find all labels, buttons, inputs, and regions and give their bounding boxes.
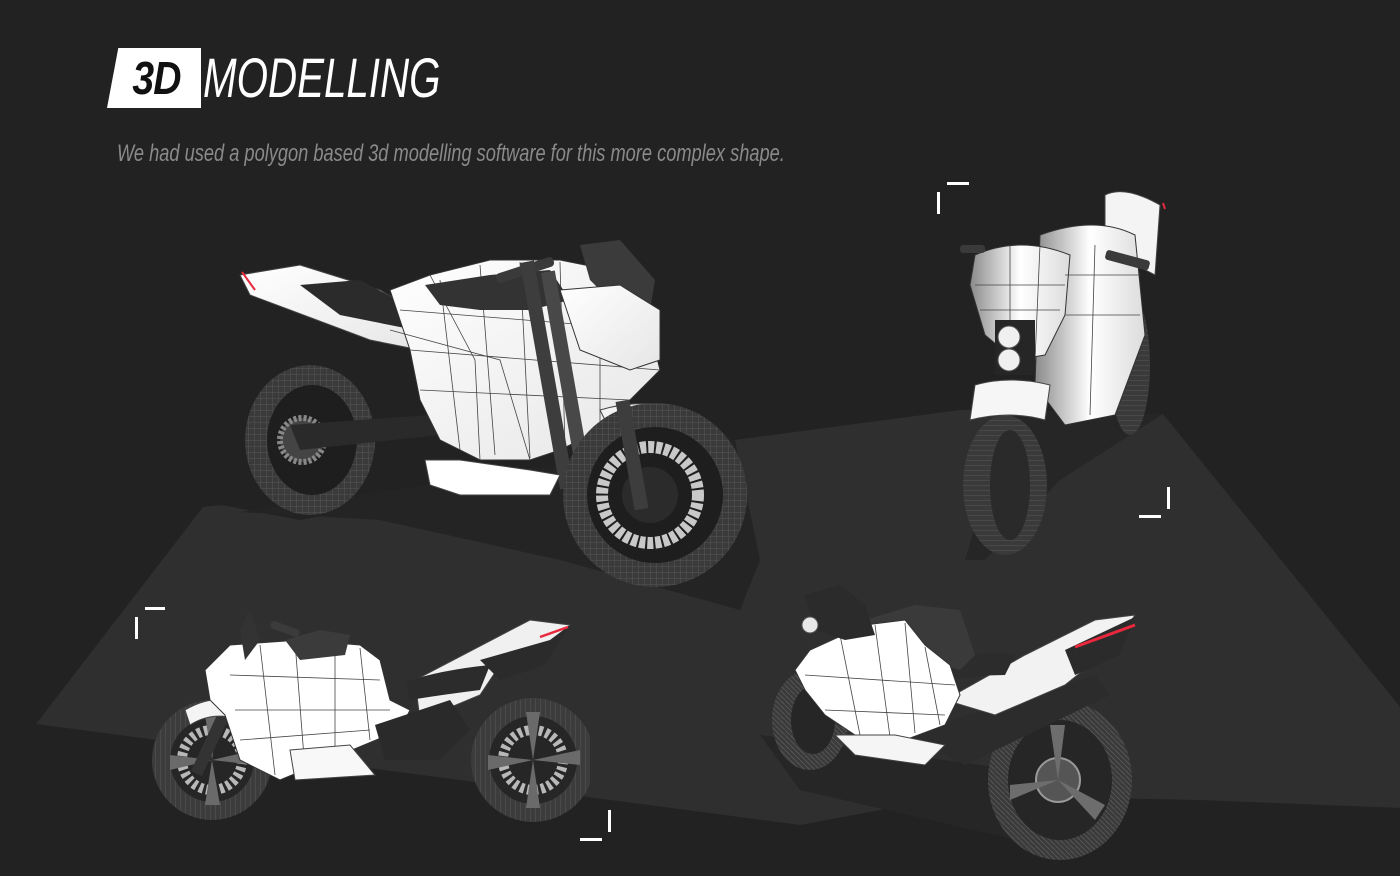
motorcycle-render-side xyxy=(152,610,590,822)
page-subtitle: We had used a polygon based 3d modelling… xyxy=(117,140,785,167)
title-badge: 3D xyxy=(107,48,201,108)
motorcycle-render-rear-three-quarter xyxy=(772,585,1137,860)
title-word: MODELLING xyxy=(203,46,441,109)
motorcycle-render-three-quarter-front xyxy=(239,240,747,587)
title-badge-text: 3D xyxy=(132,52,181,104)
motorcycle-render-front xyxy=(960,191,1166,555)
page-title: 3D MODELLING xyxy=(107,48,533,108)
